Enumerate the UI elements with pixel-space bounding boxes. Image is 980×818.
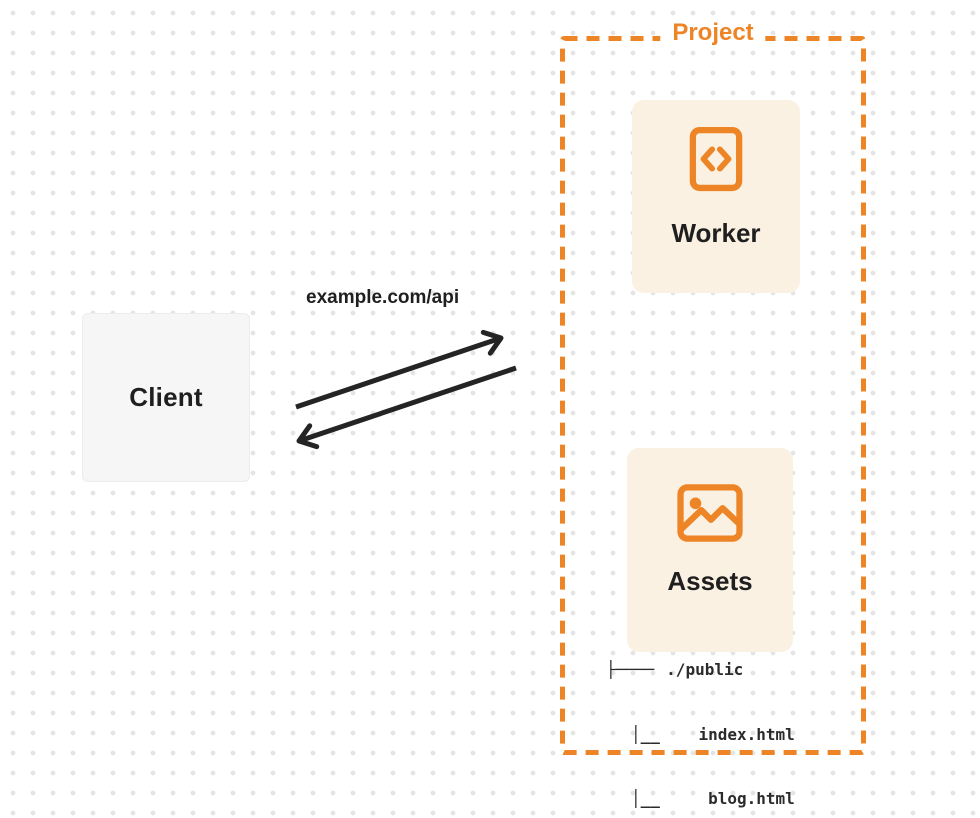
tree-root-label: ./public <box>666 660 744 679</box>
tree-branch-glyph: │__ <box>631 789 660 808</box>
tree-file-row: │__ index.html <box>631 724 795 746</box>
file-tree: ├──── ./public │__ index.html │__ blog.html… <box>606 616 795 818</box>
tree-branch-glyph: ├──── <box>606 660 655 679</box>
client-node: Client <box>82 313 250 482</box>
code-file-icon <box>689 126 743 192</box>
worker-label: Worker <box>671 218 761 248</box>
tree-file-row: │__ blog.html <box>631 788 795 810</box>
project-container: Project Worker Assets ├──── ./public │__ i… <box>560 19 866 808</box>
worker-node: Worker <box>632 100 800 293</box>
assets-node: Assets <box>627 448 793 652</box>
request-url-label: example.com/api <box>306 287 460 308</box>
project-label: Project <box>660 19 766 47</box>
client-label: Client <box>129 382 203 412</box>
tree-file-label: blog.html <box>708 789 795 808</box>
request-arrow <box>295 329 504 410</box>
image-icon <box>677 484 743 542</box>
response-arrow <box>296 365 517 450</box>
assets-label: Assets <box>667 566 753 596</box>
tree-root-row: ├──── ./public <box>606 659 795 681</box>
tree-branch-glyph: │__ <box>631 724 660 744</box>
tree-file-label: index.html <box>698 724 795 744</box>
